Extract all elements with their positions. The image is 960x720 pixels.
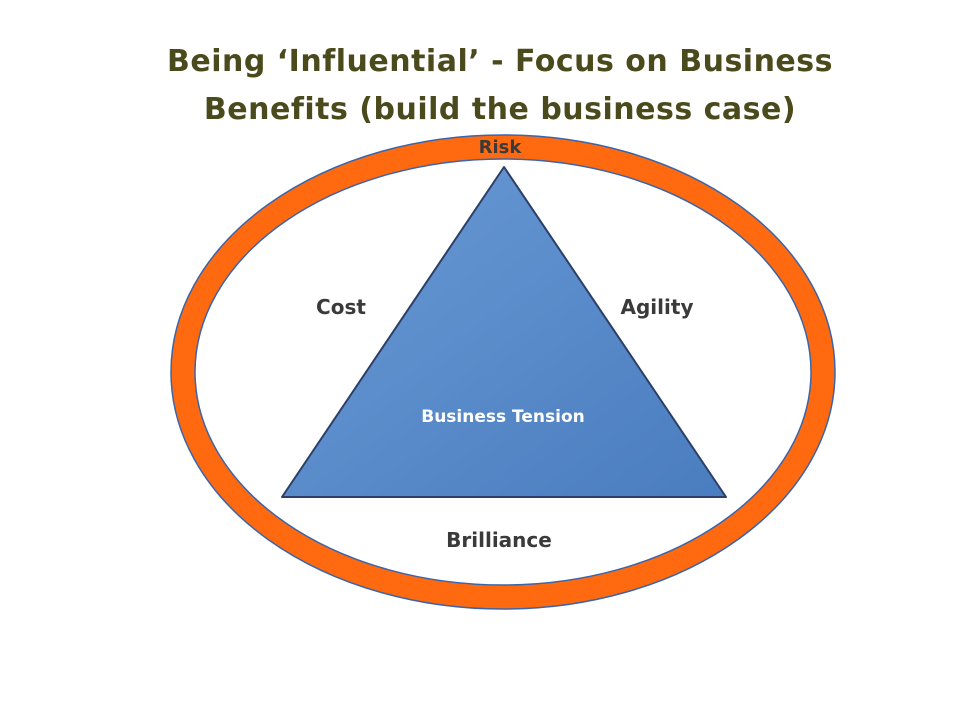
outer-ring — [171, 135, 835, 609]
slide-title-line-1: Being ‘Influential’ - Focus on Business — [167, 44, 833, 79]
outer-ring-outer-edge — [170, 134, 836, 610]
business-tension-label: Business Tension — [421, 407, 585, 427]
slide-title: Being ‘Influential’ - Focus on Business … — [100, 38, 900, 134]
agility-label: Agility — [621, 295, 694, 319]
outer-ring-inner-edge — [194, 158, 812, 586]
cost-label: Cost — [316, 295, 366, 319]
tension-triangle — [281, 166, 727, 498]
slide-title-line-2: Benefits (build the business case) — [203, 92, 797, 127]
risk-label: Risk — [479, 137, 523, 158]
brilliance-label: Brilliance — [446, 528, 552, 552]
